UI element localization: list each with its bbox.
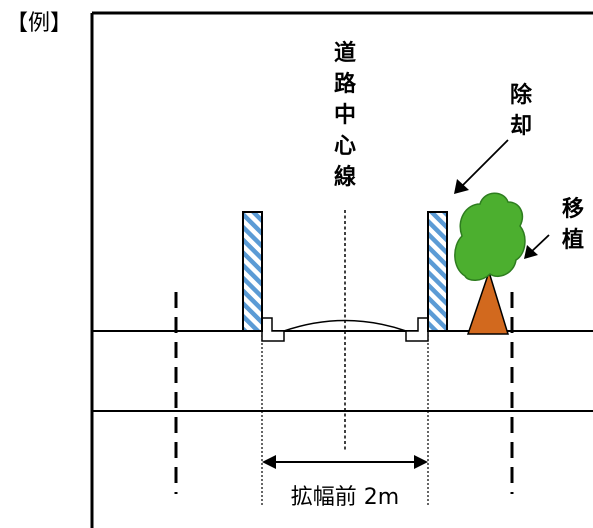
road-centerline-label-2: 路 bbox=[334, 71, 357, 97]
transplant-label-1: 移 bbox=[562, 196, 584, 222]
tree-icon bbox=[454, 192, 526, 335]
road-crown bbox=[283, 319, 407, 332]
road-centerline-label-3: 中 bbox=[334, 103, 356, 128]
dimension-label-bg bbox=[266, 480, 424, 510]
example-label: 【例】 bbox=[6, 11, 72, 36]
transplant-arrow bbox=[524, 234, 550, 259]
wall-post-left bbox=[242, 211, 263, 332]
transplant-label-2: 植 bbox=[562, 227, 584, 253]
gutter-right bbox=[405, 317, 429, 342]
road-centerline-label-4: 心 bbox=[334, 134, 356, 159]
dimension-arrow bbox=[262, 455, 428, 469]
road-centerline-label-1: 道 bbox=[334, 40, 356, 66]
road-centerline-label-5: 線 bbox=[334, 164, 356, 190]
remove-label-2: 却 bbox=[510, 114, 532, 139]
wall-post-right bbox=[427, 211, 448, 332]
dimension-label: 拡幅前 2m bbox=[291, 485, 399, 510]
remove-label-1: 除 bbox=[510, 82, 533, 108]
gutter-left bbox=[261, 317, 285, 342]
remove-arrow bbox=[454, 139, 509, 194]
